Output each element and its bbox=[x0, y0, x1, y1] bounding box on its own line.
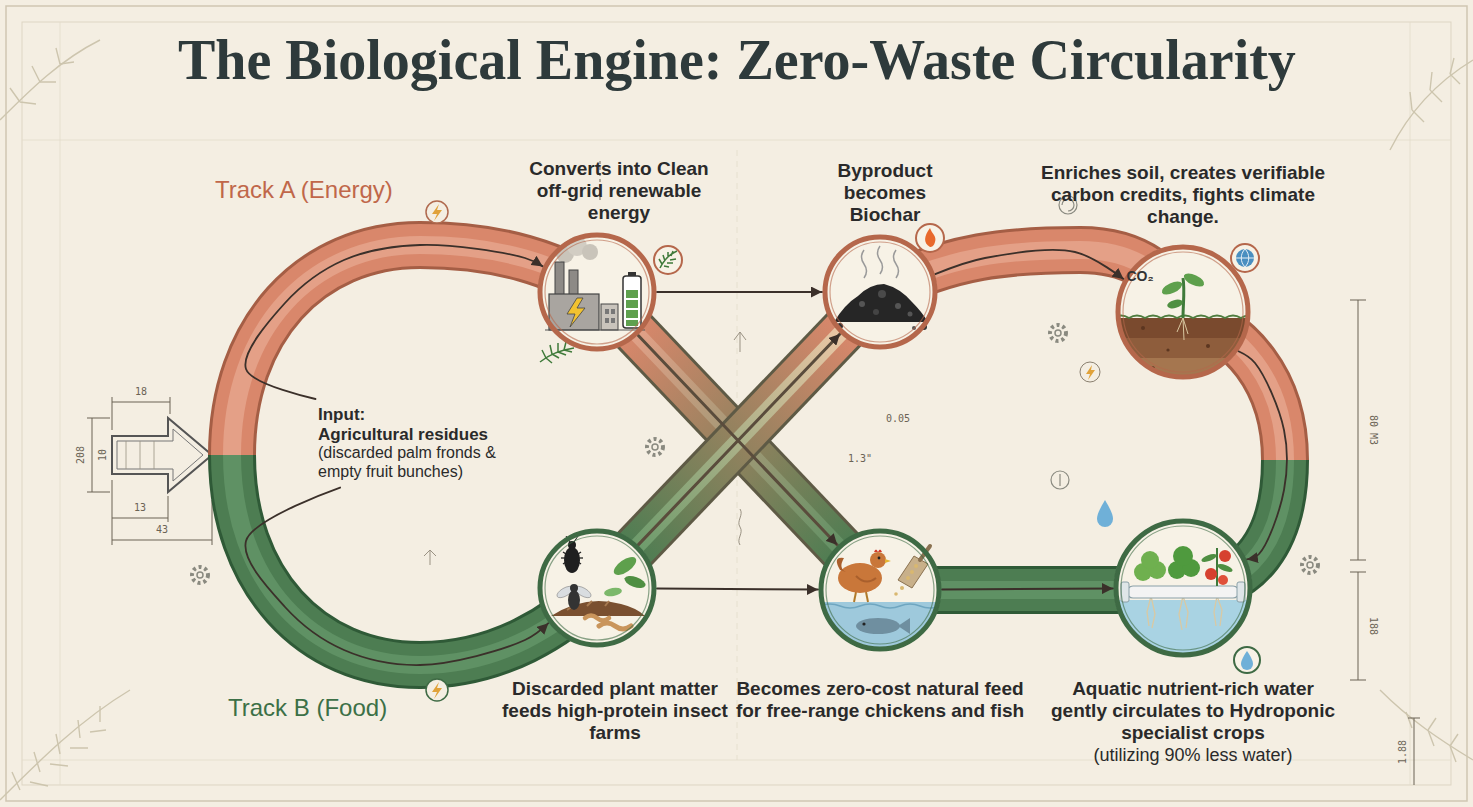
node-note: Agricultural residues bbox=[318, 425, 518, 445]
node-heading: Aquatic nutrient-rich water gently circu… bbox=[1043, 678, 1343, 744]
node-heading: Input: bbox=[318, 405, 518, 425]
circle-caption: Becomes zero-cost natural feed for free-… bbox=[735, 678, 1025, 722]
process-circle: Converts into Clean off-grid renewable e… bbox=[537, 232, 657, 352]
flow-arrow bbox=[657, 588, 818, 589]
process-circle: Aquatic nutrient-rich water gently circu… bbox=[1113, 518, 1253, 658]
node-heading: Enriches soil, creates verifiable carbon… bbox=[1033, 162, 1333, 228]
dimension-label: 80 M3 bbox=[1368, 415, 1379, 445]
track-label: Track B (Food) bbox=[228, 694, 387, 722]
node-heading: Discarded plant matter feeds high-protei… bbox=[495, 678, 735, 744]
flow-arrow bbox=[245, 245, 542, 399]
process-circle: Enriches soil, creates verifiable carbon… bbox=[1115, 244, 1251, 380]
circle-outline bbox=[822, 234, 938, 350]
dimension-label: 208 bbox=[75, 446, 86, 464]
process-circle: Becomes zero-cost natural feed for free-… bbox=[818, 528, 942, 652]
diagram-title: The Biological Engine: Zero-Waste Circul… bbox=[178, 30, 1296, 92]
node-note: (discarded palm fronds & empty fruit bun… bbox=[318, 444, 518, 481]
flow-arrow bbox=[638, 334, 839, 545]
flow-arrow bbox=[245, 488, 548, 666]
flow-arrow bbox=[942, 588, 1113, 589]
dimension-label: 1.3" bbox=[848, 453, 872, 464]
track-label: Track A (Energy) bbox=[215, 176, 393, 204]
flow-arrow bbox=[935, 250, 1123, 279]
dimension-label: 10 bbox=[97, 449, 108, 461]
dimension-label: 0.05 bbox=[886, 413, 910, 424]
dimension-label: 13 bbox=[134, 502, 146, 513]
circle-caption: Aquatic nutrient-rich water gently circu… bbox=[1043, 678, 1343, 766]
circle-caption: Enriches soil, creates verifiable carbon… bbox=[1033, 162, 1333, 228]
node-heading: Converts into Clean off-grid renewable e… bbox=[524, 158, 714, 224]
circle-caption: Discarded plant matter feeds high-protei… bbox=[495, 678, 735, 744]
circle-outline bbox=[537, 232, 657, 352]
input-note: Input:Agricultural residues(discarded pa… bbox=[312, 399, 524, 488]
circle-outline bbox=[1115, 244, 1251, 380]
node-heading: Becomes zero-cost natural feed for free-… bbox=[735, 678, 1025, 722]
process-circle: Discarded plant matter feeds high-protei… bbox=[537, 528, 657, 648]
dimension-label: 188 bbox=[1368, 617, 1379, 635]
circle-outline bbox=[1113, 518, 1253, 658]
dimension-label: 43 bbox=[156, 524, 168, 535]
dimension-label: 18 bbox=[135, 386, 147, 397]
circle-outline bbox=[818, 528, 942, 652]
flow-arrow bbox=[1238, 351, 1286, 559]
circle-caption: Converts into Clean off-grid renewable e… bbox=[524, 158, 714, 224]
circle-caption: Byproduct becomes Biochar bbox=[823, 160, 948, 226]
symbol-label: CO₂ bbox=[1126, 268, 1153, 284]
flow-arrow bbox=[657, 291, 822, 293]
node-heading: Byproduct becomes Biochar bbox=[823, 160, 948, 226]
circle-outline bbox=[537, 528, 657, 648]
process-circle: Byproduct becomes Biochar bbox=[822, 234, 938, 350]
node-note: (utilizing 90% less water) bbox=[1043, 745, 1343, 766]
dimension-label: 1.88 bbox=[1397, 740, 1408, 764]
